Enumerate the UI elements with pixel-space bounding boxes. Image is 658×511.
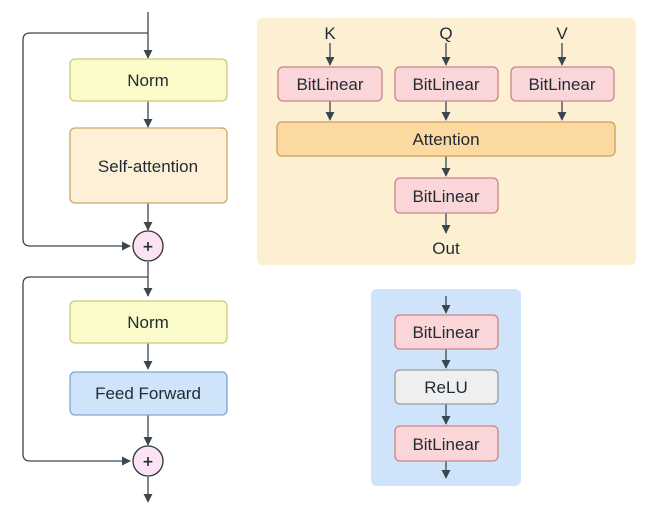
attention-box: Attention [276,121,616,157]
add-node-1: + [132,230,164,262]
norm-1: Norm [69,58,228,102]
feed-forward-label: Feed Forward [95,384,201,403]
residual-connection-1 [22,32,148,251]
transformer-block [22,12,153,503]
bitlinear-k-label: BitLinear [296,75,363,94]
self-attention-box: Self-attention [69,127,228,204]
v-label: V [556,24,568,43]
bitlinear-ffn-2-label: BitLinear [412,435,479,454]
bitlinear-k: BitLinear [277,66,383,102]
norm-2-label: Norm [127,313,169,332]
add-node-2: + [132,445,164,477]
feed-forward-box: Feed Forward [69,371,228,416]
bitlinear-out: BitLinear [394,177,499,214]
norm-1-label: Norm [127,71,169,90]
relu-label: ReLU [424,378,467,397]
bitlinear-q-label: BitLinear [412,75,479,94]
residual-connection-2 [22,276,148,466]
bitlinear-v-label: BitLinear [528,75,595,94]
bitlinear-ffn-1-label: BitLinear [412,323,479,342]
q-label: Q [439,24,452,43]
bitlinear-ffn-1: BitLinear [394,314,499,350]
attention-label: Attention [412,130,479,149]
bitlinear-q: BitLinear [394,66,499,102]
add-node-2-symbol: + [142,454,154,470]
bitlinear-out-label: BitLinear [412,187,479,206]
attention-panel: K Q V BitLinear BitLinear BitLinear Atte… [257,18,636,265]
ffn-panel: BitLinear ReLU BitLinear [371,289,521,486]
bitlinear-ffn-2: BitLinear [394,425,499,462]
out-label: Out [432,239,460,258]
bitlinear-v: BitLinear [510,66,615,102]
norm-2: Norm [69,300,228,344]
self-attention-label: Self-attention [98,157,198,176]
add-node-1-symbol: + [142,239,154,255]
k-label: K [324,24,336,43]
relu-box: ReLU [394,369,499,405]
